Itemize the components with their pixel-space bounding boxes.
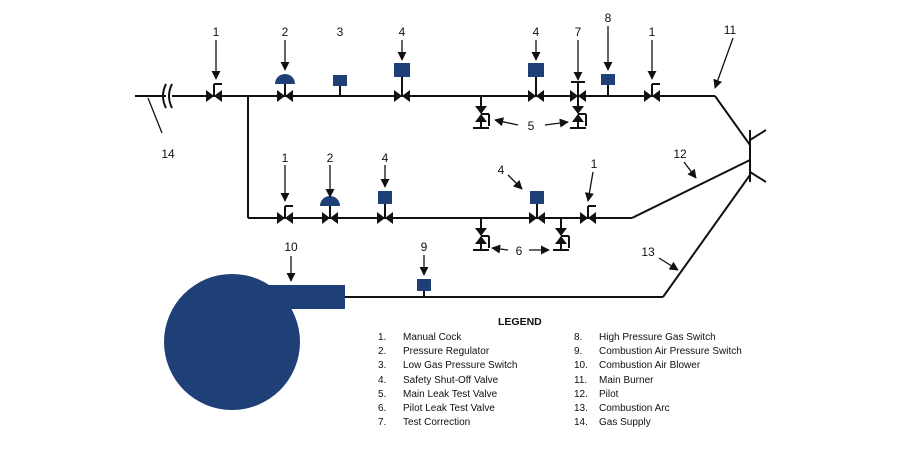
callout-11: 11 (724, 23, 737, 37)
callout-1: 1 (213, 25, 220, 39)
manual-cock-branch-left (277, 205, 293, 224)
high-pressure-gas-switch (601, 74, 615, 96)
callout-1: 1 (649, 25, 656, 39)
callout-5: 5 (528, 119, 535, 133)
callout-1: 1 (282, 151, 289, 165)
legend-column-right: 8. High Pressure Gas Switch 9. Combustion … (574, 331, 774, 430)
pilot-leak-test-valve-1 (473, 218, 490, 251)
manual-cock-branch-right (580, 205, 596, 224)
safety-shutoff-valve-top-2 (528, 63, 544, 102)
callout-13: 13 (641, 245, 655, 259)
callout-10: 10 (284, 240, 298, 254)
callout-4: 4 (382, 151, 389, 165)
legend-item-label: Safety Shut-Off Valve (403, 374, 499, 386)
legend-item: 2. Pressure Regulator (378, 345, 568, 359)
legend-item-number: 10. (574, 360, 588, 372)
legend-item-number: 14. (574, 417, 588, 429)
legend-item: 9. Combustion Air Pressure Switch (574, 345, 774, 359)
callout-2: 2 (282, 25, 289, 39)
legend-item-label: Gas Supply (599, 417, 651, 429)
legend-item-number: 6. (378, 402, 387, 414)
legend-item-label: Combustion Air Blower (599, 360, 701, 372)
legend-item-number: 12. (574, 388, 588, 400)
callout-12: 12 (673, 147, 687, 161)
legend-item-number: 13. (574, 402, 588, 414)
branch-pipe (247, 96, 751, 219)
callout-9: 9 (421, 240, 428, 254)
legend-item-label: Main Leak Test Valve (403, 388, 498, 400)
callout-1: 1 (591, 157, 598, 171)
legend-item-number: 1. (378, 332, 387, 343)
legend-item: 13. Combustion Arc (574, 402, 774, 416)
legend-item-number: 9. (574, 346, 583, 358)
callout-4: 4 (399, 25, 406, 39)
manual-cock-top-right (644, 83, 660, 102)
safety-shutoff-valve-branch-1 (377, 191, 393, 224)
pressure-regulator-branch (320, 196, 340, 224)
legend-item-label: Combustion Arc (599, 402, 670, 414)
legend-item-label: Low Gas Pressure Switch (403, 360, 518, 372)
legend-item-label: Combustion Air Pressure Switch (599, 346, 742, 358)
legend-title: LEGEND (498, 316, 542, 328)
legend-item-number: 11. (574, 374, 588, 386)
callout-numbers: 1 2 3 4 4 7 8 1 11 5 14 1 2 4 4 1 12 6 1… (161, 11, 736, 259)
safety-shutoff-valve-branch-2 (529, 191, 545, 224)
combustion-air-pressure-switch (417, 279, 431, 297)
legend-item-label: Pilot (599, 388, 619, 400)
callout-7: 7 (575, 25, 582, 39)
callout-4: 4 (533, 25, 540, 39)
pilot-leak-test-valve-2 (553, 218, 570, 251)
legend-item-label: High Pressure Gas Switch (599, 332, 716, 343)
legend-item-number: 5. (378, 388, 387, 400)
legend-item-label: Pilot Leak Test Valve (403, 402, 495, 414)
legend-item: 8. High Pressure Gas Switch (574, 331, 774, 345)
callout-2: 2 (327, 151, 334, 165)
manual-cock-top-left (206, 83, 222, 102)
low-gas-pressure-switch (333, 75, 347, 96)
legend-item: 5. Main Leak Test Valve (378, 388, 568, 402)
callout-4: 4 (498, 163, 505, 177)
main-burner-line (714, 95, 751, 146)
safety-shutoff-valve-top-1 (394, 63, 410, 102)
main-burner (749, 129, 767, 183)
legend-item: 4. Safety Shut-Off Valve (378, 374, 568, 388)
combustion-air-line (345, 174, 751, 298)
legend-item: 12. Pilot (574, 388, 774, 402)
callout-3: 3 (337, 25, 344, 39)
callout-6: 6 (516, 244, 523, 258)
callout-14: 14 (161, 147, 175, 161)
leader-arrows (135, 26, 734, 282)
legend-column-left: 1. Manual Cock 2. Pressure Regulator 3. Low… (378, 331, 568, 430)
legend-item-number: 4. (378, 374, 387, 386)
legend-item-label: Pressure Regulator (403, 346, 490, 358)
legend-item: 6. Pilot Leak Test Valve (378, 402, 568, 416)
pressure-regulator-top (275, 74, 295, 102)
legend-item-number: 8. (574, 332, 583, 343)
legend-item-number: 3. (378, 360, 387, 372)
legend-item: 1. Manual Cock (378, 331, 568, 345)
legend-item-label: Main Burner (599, 374, 654, 386)
legend-item: 10. Combustion Air Blower (574, 359, 774, 373)
legend-item: 11. Main Burner (574, 374, 774, 388)
callout-8: 8 (605, 11, 612, 25)
legend-item-label: Manual Cock (403, 332, 462, 343)
test-correction (570, 81, 586, 102)
legend-item: 14. Gas Supply (574, 416, 774, 430)
main-leak-test-valve-1 (473, 96, 490, 129)
main-leak-test-valve-2 (570, 96, 587, 129)
legend-item-label: Test Correction (403, 417, 471, 429)
legend-item: 7. Test Correction (378, 416, 568, 430)
legend-item-number: 2. (378, 346, 387, 358)
legend-item: 3. Low Gas Pressure Switch (378, 359, 568, 373)
combustion-air-blower (164, 274, 345, 410)
legend-item-number: 7. (378, 417, 387, 429)
